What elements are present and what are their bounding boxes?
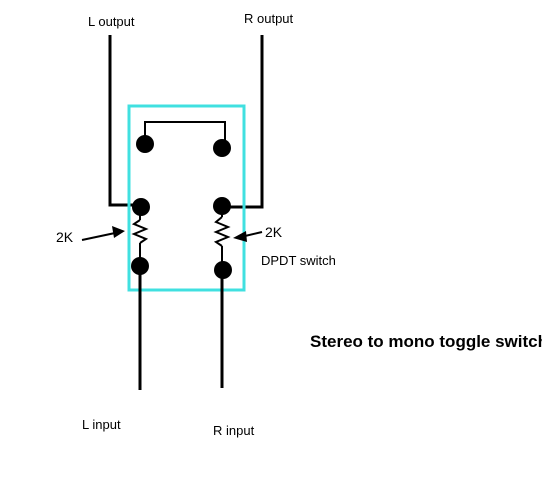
terminal-mid-right [213,197,231,215]
right-2k-arrowhead [233,231,247,242]
left-resistor [131,219,149,244]
terminal-mid-left [132,198,150,216]
l-input-label: L input [82,417,121,432]
top-jumper-wire [144,121,226,148]
right-resistor [213,216,231,247]
left-resistor-label: 2K [56,229,74,245]
l-output-label: L output [88,14,135,29]
left-2k-arrow-shaft [81,232,116,241]
terminal-bottom-left [131,257,149,275]
r-output-label: R output [244,11,294,26]
r-input-label: R input [213,423,255,438]
l-output-wire [108,35,140,207]
dpdt-switch-outline [127,104,246,292]
terminal-bottom-right [214,261,232,279]
terminal-top-left [136,135,154,153]
left-2k-arrowhead [112,226,125,238]
terminal-top-right [213,139,231,157]
right-2k-arrow-shaft [244,231,263,237]
diagram-title: Stereo to mono toggle switch [310,332,542,351]
dpdt-switch-label: DPDT switch [261,253,336,268]
r-output-wire [222,35,264,209]
right-resistor-label: 2K [265,224,283,240]
